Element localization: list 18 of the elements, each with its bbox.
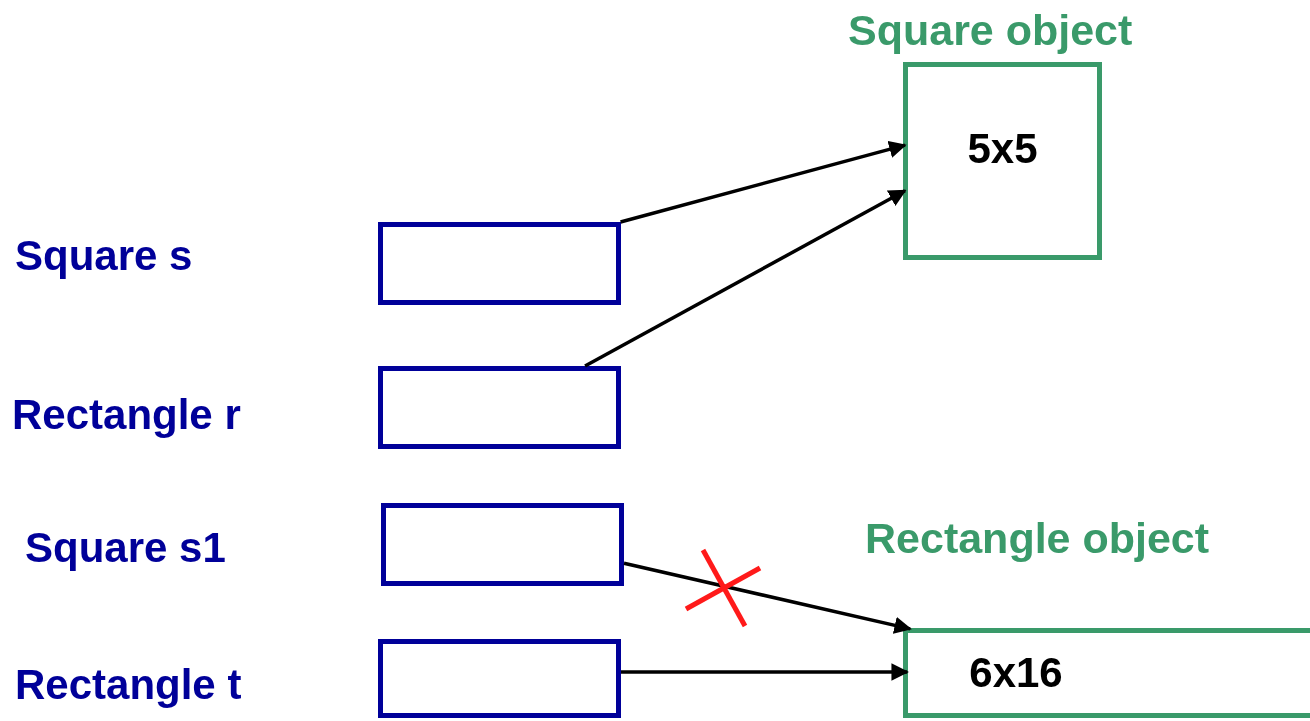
variable-label: Rectangle t: [15, 661, 242, 709]
object-title: Square object: [848, 6, 1133, 55]
variable-label: Square s1: [25, 524, 226, 572]
variable-label: Square s: [15, 232, 193, 280]
arrow: [621, 663, 909, 681]
arrow: [620, 140, 907, 224]
object-value: 5x5: [967, 125, 1038, 173]
variable-box: [378, 639, 621, 718]
arrow: [623, 561, 912, 634]
arrow: [584, 189, 907, 368]
object-box: [903, 628, 1310, 718]
variable-box: [378, 222, 621, 305]
variable-box: [378, 366, 621, 449]
variable-box: [381, 503, 624, 586]
variable-label: Rectangle r: [12, 391, 241, 439]
object-title: Rectangle object: [865, 514, 1210, 563]
object-value: 6x16: [969, 649, 1063, 697]
object-box: [903, 62, 1102, 260]
